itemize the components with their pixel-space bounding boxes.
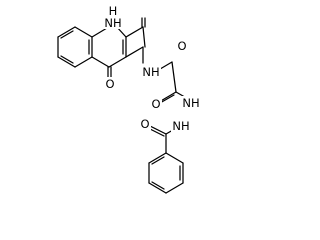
- benzo-ring: [57, 26, 93, 68]
- bond: [108, 56, 127, 68]
- bond: [125, 46, 144, 58]
- bond: [91, 27, 108, 38]
- phenyl-ring: [148, 152, 184, 194]
- bond: [60, 55, 74, 64]
- atom-label-ring-h: H: [109, 4, 118, 18]
- atom-label-ketone-o: O: [105, 77, 114, 91]
- atom-label-amide1-nh: NH: [142, 65, 159, 79]
- chemical-structure: H NH O O NH O NH NH O: [57, 4, 201, 194]
- bond: [159, 94, 175, 104]
- bond: [57, 26, 76, 38]
- bond: [74, 26, 93, 38]
- atom-label-ring-nh: NH: [104, 16, 121, 30]
- bond: [151, 181, 165, 190]
- bond: [60, 30, 74, 39]
- bond: [151, 156, 165, 165]
- bond: [148, 182, 167, 194]
- atom-label-hydrazide-nh2: NH: [172, 119, 189, 133]
- pyridinone-ring: [91, 25, 127, 80]
- atom-label-hydrazide-nh1: NH: [182, 96, 199, 110]
- bond: [142, 26, 146, 48]
- atom-label-benzoyl-o: O: [140, 117, 149, 131]
- bond: [125, 26, 144, 38]
- bond: [165, 152, 184, 164]
- atom-label-amide2-o: O: [151, 97, 160, 111]
- carboxamide: [125, 17, 146, 64]
- bond: [74, 56, 93, 68]
- atom-label-amide1-o: O: [177, 39, 186, 53]
- bond: [91, 56, 110, 68]
- bond: [57, 56, 76, 68]
- bond: [148, 152, 167, 164]
- atom-labels: H NH O O NH O NH NH O: [103, 4, 201, 133]
- bond: [165, 182, 184, 194]
- bond: [171, 61, 177, 93]
